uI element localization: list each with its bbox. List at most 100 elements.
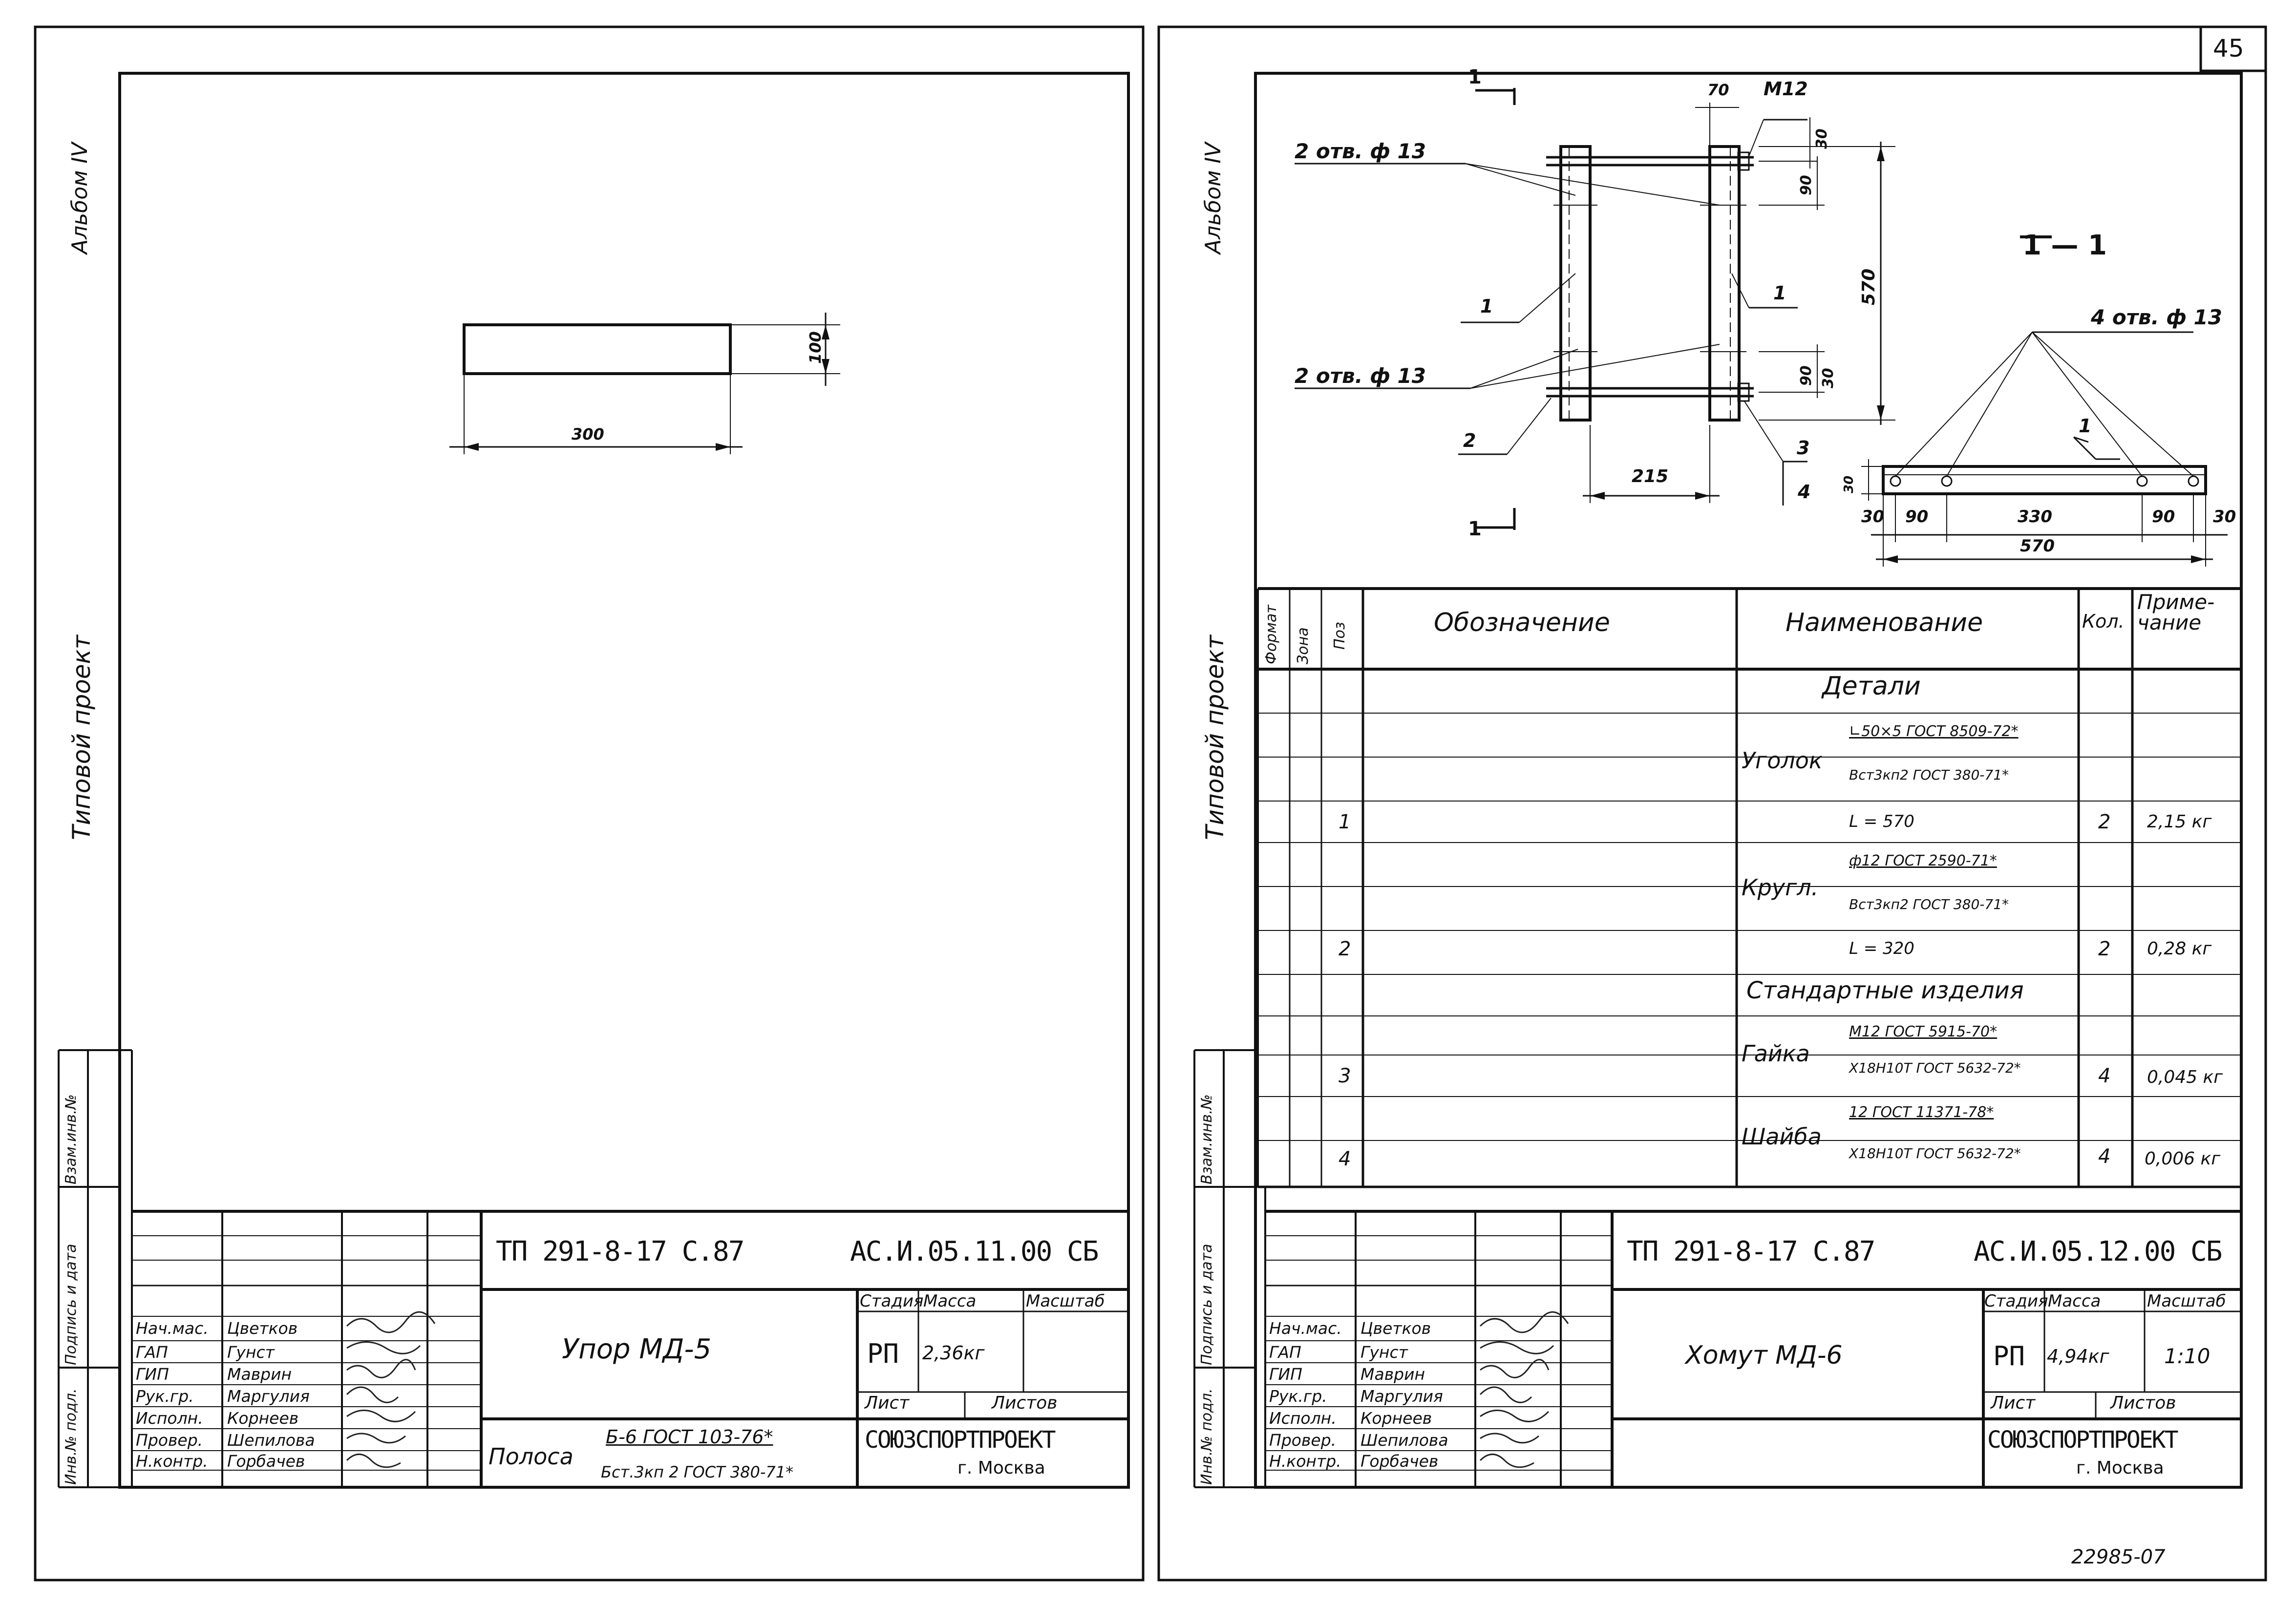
- right-role-5: Провер.: [1269, 1431, 1337, 1450]
- spec-item-spec-bottom: Вст3кп2 ГОСТ 380-71*: [1849, 767, 2009, 783]
- callout-1-section: 1: [2079, 415, 2092, 437]
- right-sheet-label: Лист: [1991, 1393, 2036, 1413]
- right-org: СОЮЗСПОРТПРОЕКТ: [1987, 1426, 2178, 1454]
- spec-item-qty: 4: [2098, 1065, 2111, 1087]
- left-project-label: Типовой проект: [67, 635, 96, 840]
- total-dim: 570: [2020, 536, 2055, 556]
- right-role-0: Нач.мас.: [1269, 1319, 1342, 1338]
- right-vzam-inv: Взам.инв.№: [1198, 1094, 1215, 1184]
- spec-item-spec-bottom: Вст3кп2 ГОСТ 380-71*: [1849, 896, 2009, 912]
- holes-section-label: 4 отв. ф 13: [2091, 305, 2222, 329]
- right-item-name: Хомут МД-6: [1685, 1341, 1843, 1370]
- spec-header-pos: Поз: [1331, 622, 1348, 650]
- left-album-label: Альбом IV: [67, 142, 92, 254]
- right-role-1: ГАП: [1269, 1343, 1301, 1362]
- spec-section-standard: Стандартные изделия: [1746, 977, 2024, 1004]
- spec-item-spec-top: ∟50×5 ГОСТ 8509-72*: [1849, 723, 2019, 740]
- left-role-4: Исполн.: [136, 1409, 203, 1428]
- holes-top-label: 2 отв. ф 13: [1295, 139, 1426, 163]
- chain-dim-1: 90: [1905, 507, 1929, 527]
- spec-item-qty: 2: [2098, 811, 2111, 833]
- left-material-top: Б-6 ГОСТ 103-76*: [606, 1426, 773, 1448]
- right-name-1: Гунст: [1361, 1343, 1408, 1362]
- right-project-code: ТП 291-8-17 С.87: [1627, 1236, 1875, 1267]
- spec-header-format: Формат: [1263, 605, 1280, 664]
- right-doc-code: АС.И.05.12.00 СБ: [1974, 1236, 2222, 1267]
- section-title: 1 — 1: [2022, 230, 2107, 261]
- spec-item-label: Шайба: [1742, 1123, 1822, 1150]
- spec-item-note: 2,15 кг: [2147, 812, 2212, 832]
- left-name-2: Маврин: [227, 1365, 292, 1384]
- right-scale-header: Масштаб: [2147, 1291, 2226, 1311]
- right-role-3: Рук.гр.: [1269, 1387, 1327, 1406]
- left-stage: РП: [867, 1338, 899, 1369]
- dim-30b: 30: [1820, 368, 1837, 388]
- spec-item-note: 0,045 кг: [2147, 1067, 2223, 1087]
- left-role-1: ГАП: [136, 1343, 168, 1362]
- spec-item-length: L = 570: [1849, 812, 1914, 831]
- right-inv-podl: Инв.№ подл.: [1198, 1388, 1215, 1485]
- left-role-5: Провер.: [136, 1431, 203, 1450]
- dim-90a: 90: [1798, 175, 1815, 195]
- left-name-6: Горбачев: [227, 1452, 305, 1471]
- spec-item-spec-bottom: Х18Н10Т ГОСТ 5632-72*: [1849, 1145, 2021, 1161]
- right-album-label: Альбом IV: [1201, 142, 1226, 254]
- left-mass-header: Масса: [923, 1291, 977, 1311]
- left-name-0: Цветков: [227, 1319, 298, 1338]
- left-material-label: Полоса: [489, 1443, 574, 1470]
- spec-item-qty: 4: [2098, 1145, 2111, 1168]
- left-dim-width: 300: [572, 425, 604, 443]
- dim-30s: 30: [1842, 475, 1856, 493]
- right-name-4: Корнеев: [1361, 1409, 1432, 1428]
- left-material-bottom: Бст.3кп 2 ГОСТ 380-71*: [601, 1463, 794, 1481]
- sheet-number: 45: [2213, 34, 2244, 63]
- dim-90b: 90: [1798, 365, 1815, 386]
- left-role-2: ГИП: [136, 1365, 169, 1384]
- left-dim-height: 100: [806, 331, 825, 364]
- spec-item-label: Гайка: [1742, 1040, 1810, 1067]
- left-stage-header: Стадия: [860, 1291, 924, 1311]
- left-item-name: Упор МД-5: [562, 1333, 712, 1365]
- left-vzam-inv: Взам.инв.№: [63, 1094, 80, 1184]
- spec-item-spec-top: М12 ГОСТ 5915-70*: [1849, 1023, 1998, 1040]
- dim-215: 215: [1632, 466, 1669, 486]
- spec-item-pos: 1: [1339, 811, 1351, 833]
- right-sheets-label: Листов: [2110, 1393, 2176, 1413]
- left-project-code: ТП 291-8-17 С.87: [496, 1236, 744, 1267]
- left-podpis-data: Подпись и дата: [63, 1244, 80, 1366]
- callout-4: 4: [1798, 481, 1811, 503]
- callout-2: 2: [1463, 430, 1476, 451]
- chain-dim-3: 90: [2152, 507, 2175, 527]
- left-scale-header: Масштаб: [1026, 1291, 1105, 1311]
- right-mass-header: Масса: [2048, 1291, 2101, 1311]
- dim-70: 70: [1707, 81, 1729, 99]
- spec-item-spec-top: 12 ГОСТ 11371-78*: [1849, 1104, 1994, 1121]
- cut-mark-bottom: 1: [1468, 518, 1482, 540]
- left-city: г. Москва: [957, 1458, 1045, 1478]
- dim-570v: 570: [1859, 268, 1879, 305]
- right-mass: 4,94кг: [2047, 1346, 2109, 1367]
- spec-header-note: Приме-чание: [2137, 592, 2215, 633]
- spec-item-qty: 2: [2098, 938, 2111, 960]
- left-name-4: Корнеев: [227, 1409, 299, 1428]
- left-name-1: Гунст: [227, 1343, 275, 1362]
- right-name-6: Горбачев: [1361, 1452, 1439, 1471]
- right-name-2: Маврин: [1361, 1365, 1425, 1384]
- archive-number: 22985-07: [2071, 1546, 2166, 1568]
- right-name-3: Маргулия: [1361, 1387, 1443, 1406]
- dim-bolt: М12: [1764, 78, 1808, 100]
- left-name-3: Маргулия: [227, 1387, 310, 1406]
- right-scale: 1:10: [2164, 1344, 2211, 1368]
- left-name-5: Шепилова: [227, 1431, 315, 1450]
- left-doc-code: АС.И.05.11.00 СБ: [850, 1236, 1099, 1267]
- right-name-5: Шепилова: [1361, 1431, 1448, 1450]
- spec-item-label: Уголок: [1742, 747, 1823, 774]
- spec-item-note: 0,006 кг: [2145, 1149, 2221, 1169]
- left-sheets-label: Листов: [992, 1393, 1058, 1413]
- chain-dim-0: 30: [1861, 507, 1885, 527]
- right-name-0: Цветков: [1361, 1319, 1431, 1338]
- spec-header-name: Наименование: [1786, 608, 1983, 637]
- spec-item-length: L = 320: [1849, 939, 1914, 958]
